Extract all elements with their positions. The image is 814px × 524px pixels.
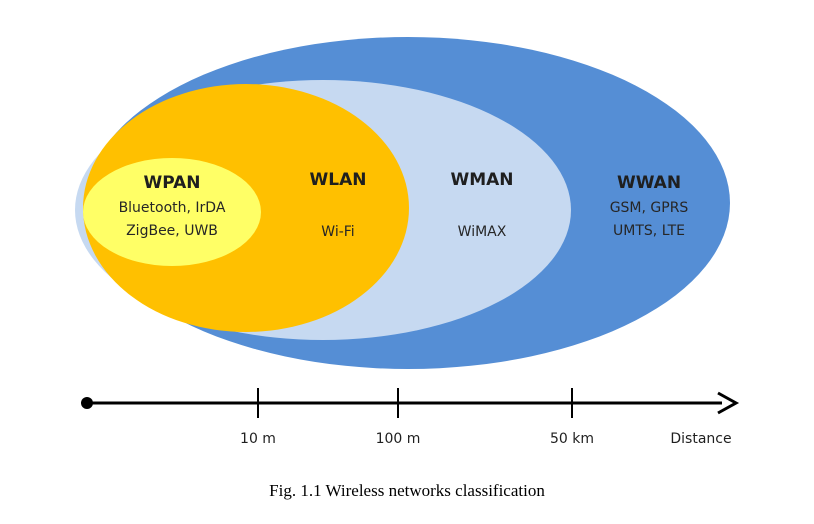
wman-title: WMAN [450,170,513,190]
wlan-tech-line-1: Wi-Fi [321,224,354,240]
figure-caption: Fig. 1.1 Wireless networks classificatio… [269,481,545,500]
wlan-title: WLAN [310,170,367,190]
axis-end-label: Distance [670,431,731,447]
tick-label-100m: 100 m [376,431,421,447]
wwan-tech-line-1: GSM, GPRS [610,200,689,216]
wpan-ellipse [83,158,261,266]
wwan-tech-line-2: UMTS, LTE [613,223,685,239]
axis-arrow-head [717,391,740,415]
wpan-tech-line-2: ZigBee, UWB [126,223,218,239]
wpan-tech-line-1: Bluetooth, IrDA [119,200,226,216]
tick-label-50km: 50 km [550,431,594,447]
wpan-title: WPAN [143,173,200,193]
wman-tech-line-1: WiMAX [458,224,507,240]
axis-origin-dot [81,397,93,409]
tick-label-10m: 10 m [240,431,276,447]
wwan-title: WWAN [617,173,681,193]
